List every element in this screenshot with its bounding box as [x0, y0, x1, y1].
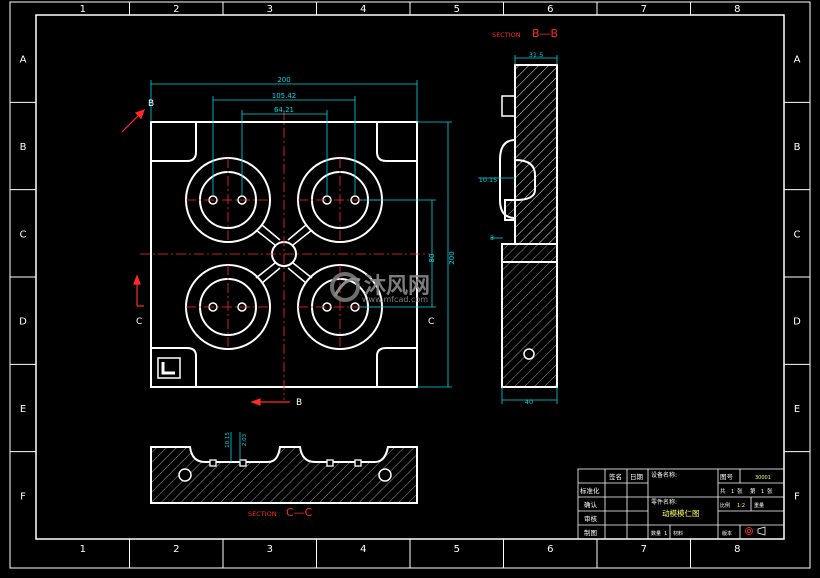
tb-material-label: 材料: [673, 530, 683, 537]
centre-lines: [140, 110, 430, 400]
zone-row-label: F: [794, 491, 800, 502]
zone-column-label: 6: [547, 544, 553, 555]
section-bb-name: B—B: [532, 27, 558, 40]
zone-row-label: D: [793, 317, 801, 328]
corner-pocket-bl: [151, 347, 197, 388]
section-bb-label: SECTION: [492, 31, 521, 39]
tb-version-label: 版本: [722, 530, 732, 537]
title-block: [577, 468, 785, 540]
tb-sheet-unit: 张: [767, 487, 773, 495]
front-dimensions: [150, 80, 452, 388]
tb-sheet-value: 1: [761, 489, 764, 495]
runner-system: [255, 224, 313, 284]
watermark-url: www.mfcad.com: [362, 295, 428, 304]
zone-row-label: E: [794, 404, 800, 415]
corner-pocket-br: [376, 347, 417, 388]
l-mark-glyph: [161, 362, 175, 375]
dim-cc-2: 2.03: [242, 433, 248, 446]
tb-weight-label: 重量: [754, 502, 764, 509]
tb-row-draw: 制图: [584, 528, 597, 537]
zone-column-label: 4: [360, 544, 366, 555]
dim-overall-width: 200: [277, 76, 290, 84]
watermark-logo-icon: [330, 272, 360, 302]
zone-column-label: 7: [641, 4, 647, 15]
tb-sheet-label: 第: [750, 487, 756, 495]
dim-hole-span: 105.42: [272, 92, 297, 100]
zone-row-label: C: [20, 229, 27, 240]
zone-column-label: 7: [641, 544, 647, 555]
tb-header-sign: 签名: [609, 472, 622, 481]
corner-pocket-tr: [376, 121, 417, 162]
tb-total-value: 1: [731, 489, 734, 495]
dim-side-offset: 10.15: [479, 176, 498, 184]
tb-header-date: 日期: [630, 473, 644, 481]
tb-drawing-no: 30001: [755, 475, 771, 481]
zone-row-label: C: [794, 229, 801, 240]
dim-height-partial: 80: [428, 254, 436, 263]
watermark: 沐风网 www.mfcad.com: [330, 272, 430, 304]
tb-drawing-no-label: 图号: [720, 473, 734, 481]
section-cc-view: 10.15 2.03 SECTION C—C: [150, 432, 418, 519]
tb-part-label: 零件名称:: [651, 498, 677, 506]
tb-qty-label: 数量: [651, 530, 661, 537]
zone-column-label: 2: [173, 544, 179, 555]
zone-row-label: B: [794, 142, 801, 153]
zone-column-label: 6: [547, 4, 553, 15]
tb-row-standard: 标准化: [580, 486, 600, 495]
cut-label-c-right: C: [428, 317, 434, 327]
tb-device-label: 设备名称:: [651, 471, 677, 479]
section-cc-label: SECTION: [248, 510, 277, 518]
zone-column-label: 5: [454, 4, 460, 15]
tb-ratio-label: 比例: [720, 502, 730, 509]
corner-pocket-tl: [151, 121, 197, 162]
front-view: 200 105.42 64.21 200 80 B B C C: [121, 76, 456, 408]
cut-label-c-left: C: [136, 317, 142, 327]
tb-qty-value: 1: [664, 531, 667, 537]
tb-ratio-value: 1:2: [737, 503, 745, 509]
cut-plane-arrows: [121, 108, 290, 406]
zone-column-label: 2: [173, 4, 179, 15]
zone-row-label: E: [20, 404, 26, 415]
zone-row-label: A: [20, 55, 27, 66]
tb-part-name: 动模模仁图: [662, 508, 700, 518]
dim-height-total: 200: [448, 251, 456, 264]
dim-inner-span: 64.21: [274, 106, 294, 114]
zone-column-label: 4: [360, 4, 366, 15]
zone-row-label: D: [19, 317, 27, 328]
zone-column-label: 3: [267, 4, 273, 15]
title-block-text: 签名 日期 设备名称: 图号 30001 共 1 张 第 1 张 比例 1:2 …: [580, 471, 773, 537]
cut-label-b-top: B: [148, 99, 154, 109]
zone-column-label: 5: [454, 544, 460, 555]
zone-column-label: 8: [734, 4, 740, 15]
tb-row-review: 审核: [584, 514, 598, 523]
dim-side-small: 3: [490, 234, 494, 242]
zone-row-label: B: [20, 142, 27, 153]
zone-column-label: 8: [734, 544, 740, 555]
zone-column-label: 1: [80, 4, 86, 15]
tb-total-unit: 张: [737, 487, 743, 495]
projection-symbol-icon: [745, 526, 766, 536]
zone-column-label: 3: [267, 544, 273, 555]
dim-cc-1: 10.15: [225, 432, 231, 448]
watermark-brand: 沐风网: [364, 274, 430, 299]
zone-column-label: 1: [80, 544, 86, 555]
tb-total-label: 共: [720, 487, 726, 495]
dim-side-width-top: 31.5: [529, 51, 543, 59]
tb-row-confirm: 确认: [584, 500, 598, 509]
section-bb-view: SECTION B—B 31.5 10.15 3 40: [478, 27, 558, 406]
zone-row-label: A: [794, 55, 801, 66]
cut-label-b-bottom: B: [296, 398, 302, 408]
dim-side-width-bottom: 40: [525, 398, 533, 406]
l-mark-frame: [157, 357, 181, 379]
section-cc-name: C—C: [286, 506, 313, 519]
zone-row-label: F: [20, 491, 26, 502]
